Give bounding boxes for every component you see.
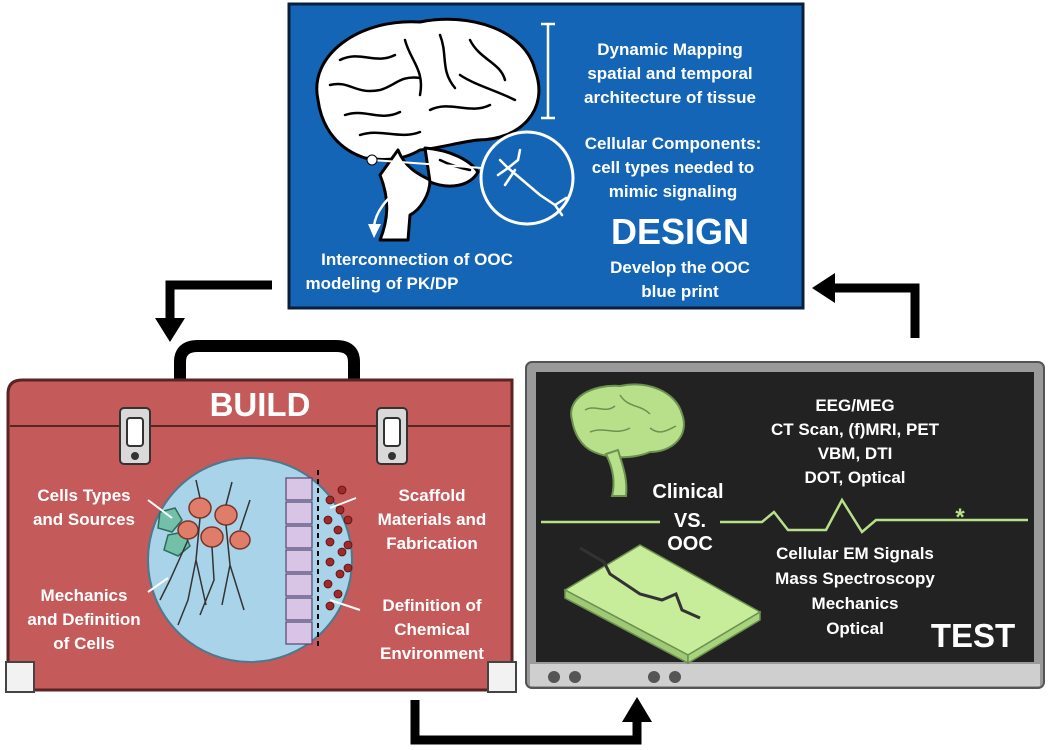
design-brain-spot	[366, 154, 378, 166]
design-interconnection-line2: modeling of PK/DP	[305, 274, 459, 293]
design-dynamic-mapping-line3: architecture of tissue	[584, 88, 756, 107]
design-blueprint-line1: Develop the OOC	[610, 258, 750, 277]
build-scaffold-line1: Scaffold	[398, 486, 466, 505]
test-chip-icon	[563, 544, 762, 665]
test-asterisk: *	[955, 504, 965, 531]
design-neuron-icon	[496, 148, 568, 217]
build-cells-line2: and Sources	[32, 510, 136, 529]
design-cellular-line2: cell types needed to	[591, 158, 755, 177]
test-signal-trace-right	[720, 497, 1028, 534]
test-ooc-line3: Mechanics	[811, 594, 899, 613]
test-ooc-line2: Mass Spectroscopy	[775, 569, 935, 588]
test-vs-label: VS.	[673, 510, 707, 532]
design-cellular-title: Cellular Components:	[584, 134, 762, 153]
build-label: BUILD	[209, 386, 311, 423]
build-cells-icon	[157, 479, 251, 626]
build-scaffold-line2: Materials and	[377, 510, 487, 529]
test-clinical-line3: VBM, DTI	[817, 444, 893, 463]
test-brain-icon	[570, 383, 685, 497]
test-label: TEST	[930, 617, 1016, 654]
design-blueprint-line2: blue print	[641, 282, 719, 301]
build-latch-left-icon	[119, 407, 151, 465]
arrow-build-to-test	[410, 697, 652, 745]
test-monitor-buttons	[548, 671, 681, 683]
design-brain-icon	[315, 17, 541, 242]
build-foot-right	[487, 661, 517, 693]
design-down-arrow-head	[368, 224, 381, 238]
design-label: DESIGN	[610, 211, 750, 252]
build-mechanics-line2: and Definition	[27, 610, 141, 629]
test-monitor-base	[530, 664, 1040, 686]
build-mechanics-line3: of Cells	[53, 634, 115, 653]
build-latch-right-icon	[376, 407, 408, 465]
build-chemical-line3: Environment	[380, 644, 484, 663]
design-interconnection-line1: Interconnection of OOC	[321, 250, 513, 269]
build-chemical-line1: Definition of	[382, 596, 482, 615]
test-ooc-line4: Optical	[826, 619, 884, 638]
design-neuron-circle	[479, 130, 575, 226]
design-cellular-line3: mimic signaling	[608, 182, 738, 201]
design-brain-gyri	[328, 33, 517, 172]
build-scaffold-line3: Fabrication	[386, 534, 478, 553]
test-clinical-line1: EEG/MEG	[815, 396, 895, 415]
test-ooc-line1: Cellular EM Signals	[776, 544, 934, 563]
test-clinical-line2: CT Scan, (f)MRI, PET	[770, 420, 940, 439]
test-brain-gyri	[584, 394, 677, 433]
build-foot-left	[5, 661, 35, 693]
build-cells-line1: Cells Types	[37, 486, 131, 505]
test-clinical-label: Clinical	[652, 481, 724, 503]
build-chemical-line2: Chemical	[394, 620, 470, 639]
build-toolbox-handle	[174, 340, 360, 382]
design-dynamic-mapping-title: Dynamic Mapping	[597, 40, 743, 59]
design-dynamic-mapping-line2: spatial and temporal	[587, 64, 753, 83]
build-mechanics-line1: Mechanics	[40, 586, 128, 605]
test-clinical-line4: DOT, Optical	[804, 468, 906, 487]
design-down-arrow-icon	[372, 187, 401, 227]
build-pointer-lines	[147, 497, 361, 611]
arrow-test-to-design	[812, 273, 920, 338]
design-neuron-connector	[371, 159, 483, 169]
arrow-design-to-build	[155, 280, 272, 342]
build-epithelium-icon	[285, 477, 313, 645]
build-scaffold-icon	[323, 485, 353, 611]
test-ooc-label: OOC	[667, 533, 713, 555]
